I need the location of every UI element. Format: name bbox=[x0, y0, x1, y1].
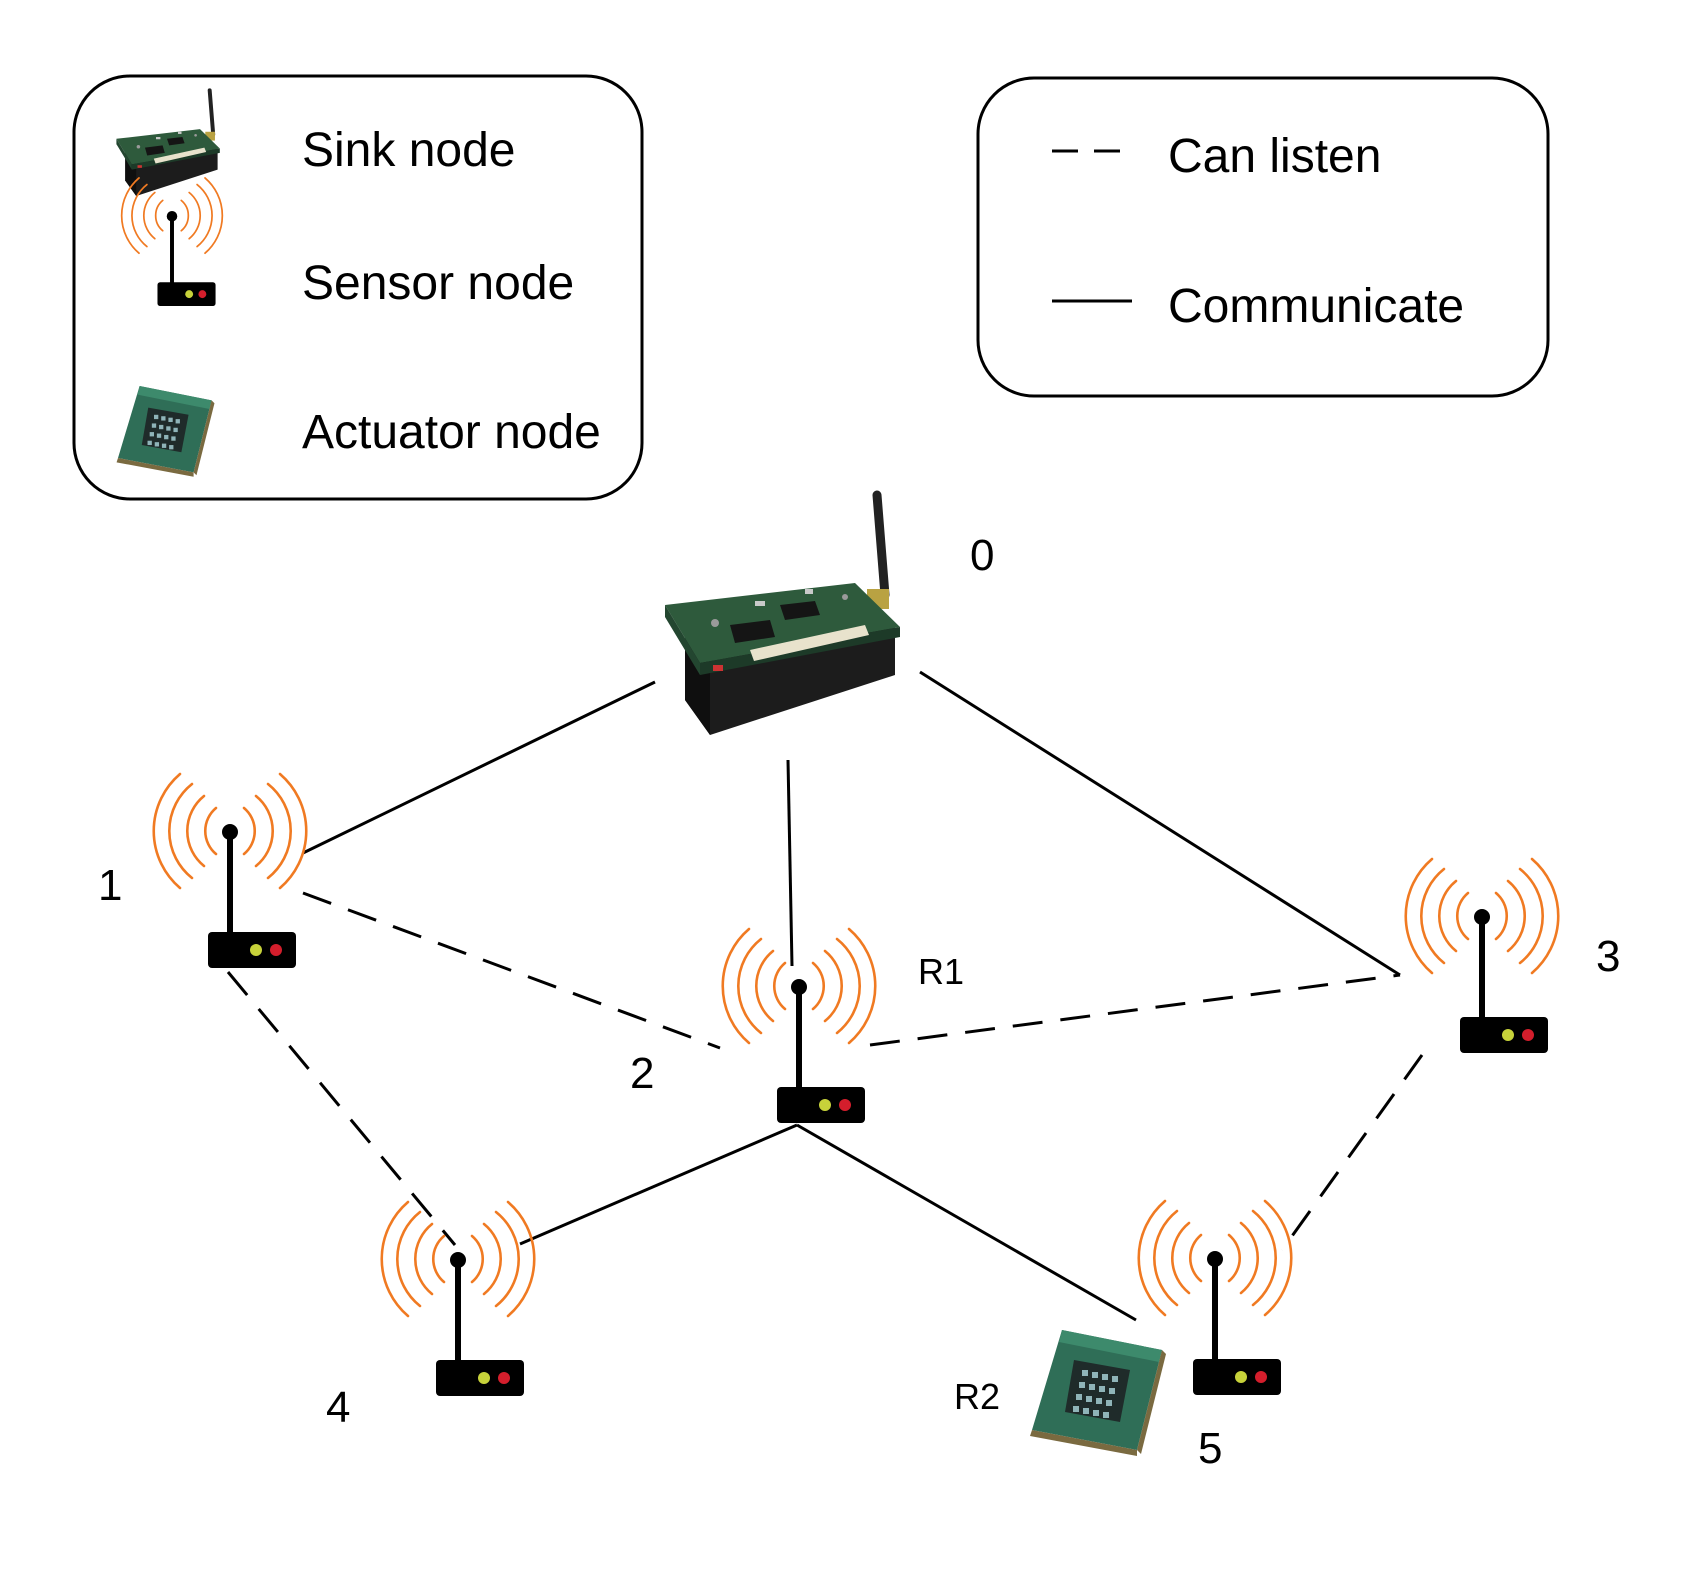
link-legend-box bbox=[976, 76, 1550, 398]
link-legend: Can listen Communicate bbox=[976, 76, 1550, 398]
link-0-3 bbox=[919, 670, 1401, 977]
actuator-node-label: Actuator node bbox=[302, 406, 601, 459]
r1-label: R1 bbox=[918, 951, 964, 992]
r2-label: R2 bbox=[954, 1376, 1000, 1417]
node-2-label: 2 bbox=[630, 1049, 654, 1098]
can-listen-label: Can listen bbox=[1168, 130, 1381, 183]
sink-node-0 bbox=[665, 495, 900, 735]
link-0-1 bbox=[302, 680, 656, 855]
node-4-label: 4 bbox=[326, 1383, 350, 1432]
listen-2-3 bbox=[869, 973, 1401, 1047]
link-0-2 bbox=[786, 759, 794, 967]
actuator-node-r2 bbox=[1030, 1330, 1166, 1456]
communicate-label: Communicate bbox=[1168, 280, 1464, 333]
sensor-node-4 bbox=[382, 1202, 535, 1396]
links bbox=[226, 670, 1424, 1322]
node-legend: Sink node Sensor node Actuator node bbox=[72, 74, 644, 501]
listen-1-2 bbox=[302, 891, 721, 1050]
link-2-5 bbox=[796, 1123, 1137, 1322]
node-3-label: 3 bbox=[1596, 932, 1620, 981]
listen-1-4 bbox=[226, 971, 457, 1246]
link-2-4 bbox=[519, 1123, 798, 1246]
node-legend-box bbox=[72, 74, 644, 501]
node-0-label: 0 bbox=[970, 531, 994, 580]
listen-3-5 bbox=[1280, 1054, 1424, 1251]
node-5-label: 5 bbox=[1198, 1424, 1222, 1473]
sensor-node-label: Sensor node bbox=[302, 257, 574, 310]
sensor-node-3 bbox=[1406, 859, 1559, 1053]
sensor-node-1 bbox=[154, 774, 307, 968]
sensor-node-2 bbox=[723, 929, 876, 1123]
node-1-label: 1 bbox=[98, 861, 122, 910]
sink-node-label: Sink node bbox=[302, 124, 516, 177]
